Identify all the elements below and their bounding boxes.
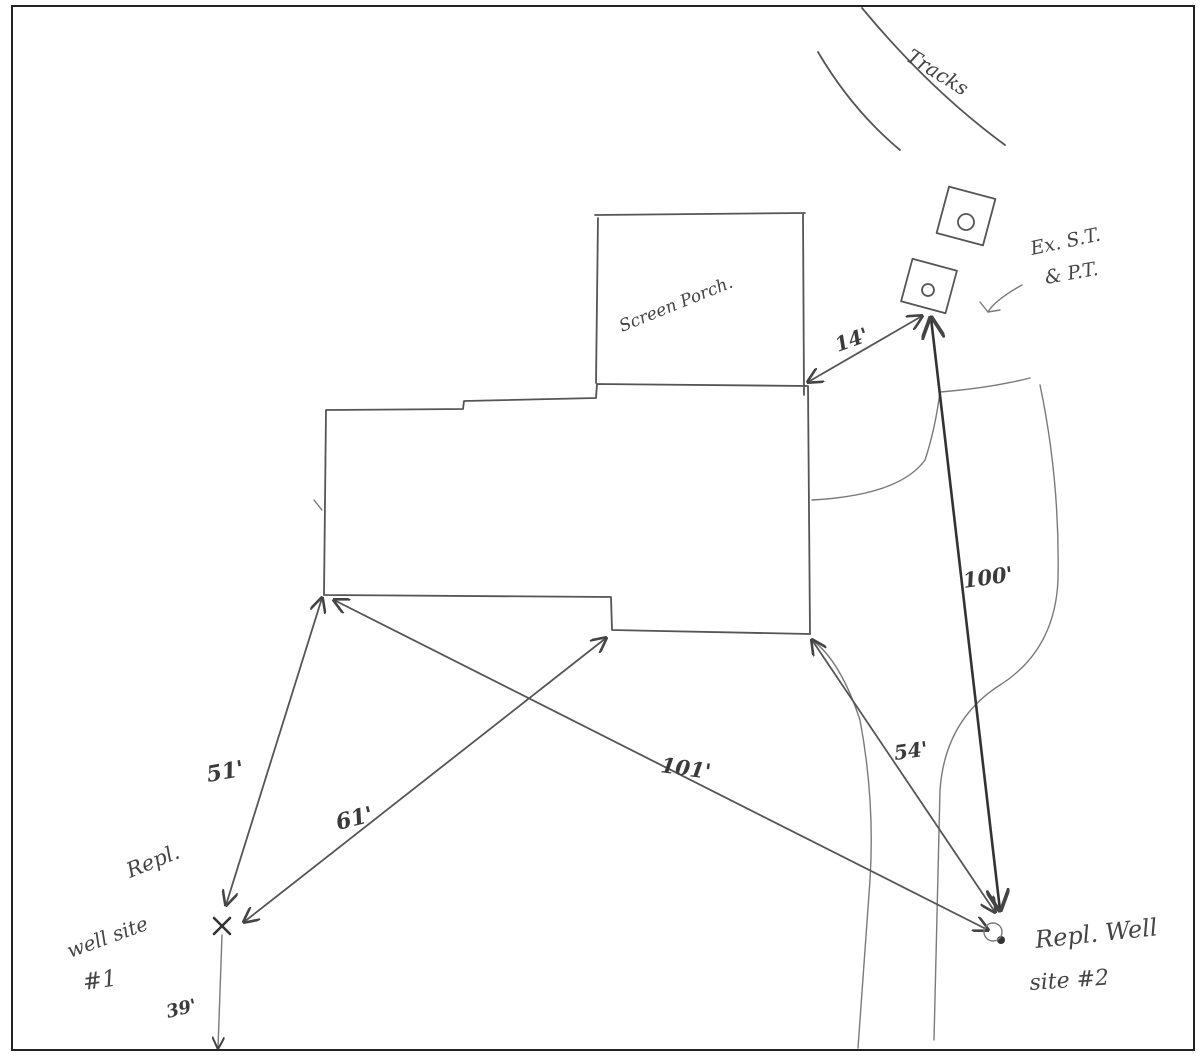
stray-mark	[313, 499, 323, 511]
page-border	[11, 5, 1195, 1051]
septic-tank-box	[935, 185, 997, 247]
driveway-left-curve	[811, 639, 872, 1049]
dim-label-well1-to-edge: 39'	[164, 995, 199, 1023]
well-site-1-marker-icon	[212, 916, 232, 936]
well-site-1-label-line3: #1	[81, 965, 118, 995]
dim-line-notch-to-well1	[244, 638, 606, 922]
railroad-tracks	[817, 7, 1006, 151]
septic-tank-lid-icon	[957, 213, 975, 231]
screen-porch-outline	[594, 212, 806, 396]
well-site-2-marker-icon	[983, 922, 1005, 944]
well-site-2-label-line2: site #2	[1029, 965, 1110, 995]
dim-line-well1-to-edge	[218, 934, 222, 1048]
tracks-label: Tracks	[902, 44, 973, 101]
track-rail-right	[861, 7, 1006, 146]
pump-tank-box	[900, 257, 958, 315]
dim-label-corner-to-well1: 51'	[205, 756, 246, 788]
well-site-1-label-line1: Repl.	[122, 840, 183, 883]
house-outline	[323, 383, 811, 635]
tanks-pointer-arrow-icon	[987, 284, 1023, 313]
drainfield-outlines	[811, 377, 1059, 1049]
pump-tank-lid-icon	[921, 283, 935, 297]
screen-porch-label: Screen Porch.	[616, 273, 735, 337]
dim-label-tanks-to-well2: 100'	[961, 561, 1014, 593]
track-rail-left	[817, 51, 901, 151]
dimension-lines	[218, 316, 1000, 1048]
well-site-1-label-line2: well site	[64, 911, 152, 963]
existing-tanks-label-line1: Ex. S.T.	[1027, 224, 1102, 260]
tanks-pointer-arrowhead-icon	[979, 301, 1001, 313]
existing-tanks-label-line2: & P.T.	[1043, 258, 1100, 289]
dim-line-house-to-tanks	[808, 316, 922, 382]
dim-label-house-to-tanks: 14'	[832, 323, 872, 357]
dim-line-tanks-to-well2	[931, 318, 1000, 910]
drainfield-top-curve	[811, 377, 1031, 501]
well-site-2-label-line1: Repl. Well	[1033, 913, 1159, 954]
dim-line-corner-to-well2	[812, 640, 995, 912]
dim-label-corner-to-well2-long: 101'	[659, 752, 712, 784]
dim-line-corner-to-well1	[226, 598, 322, 905]
dim-label-notch-to-well1: 61'	[333, 802, 376, 836]
existing-tanks	[900, 185, 997, 315]
dim-label-corner-to-well2: 54'	[892, 736, 929, 764]
